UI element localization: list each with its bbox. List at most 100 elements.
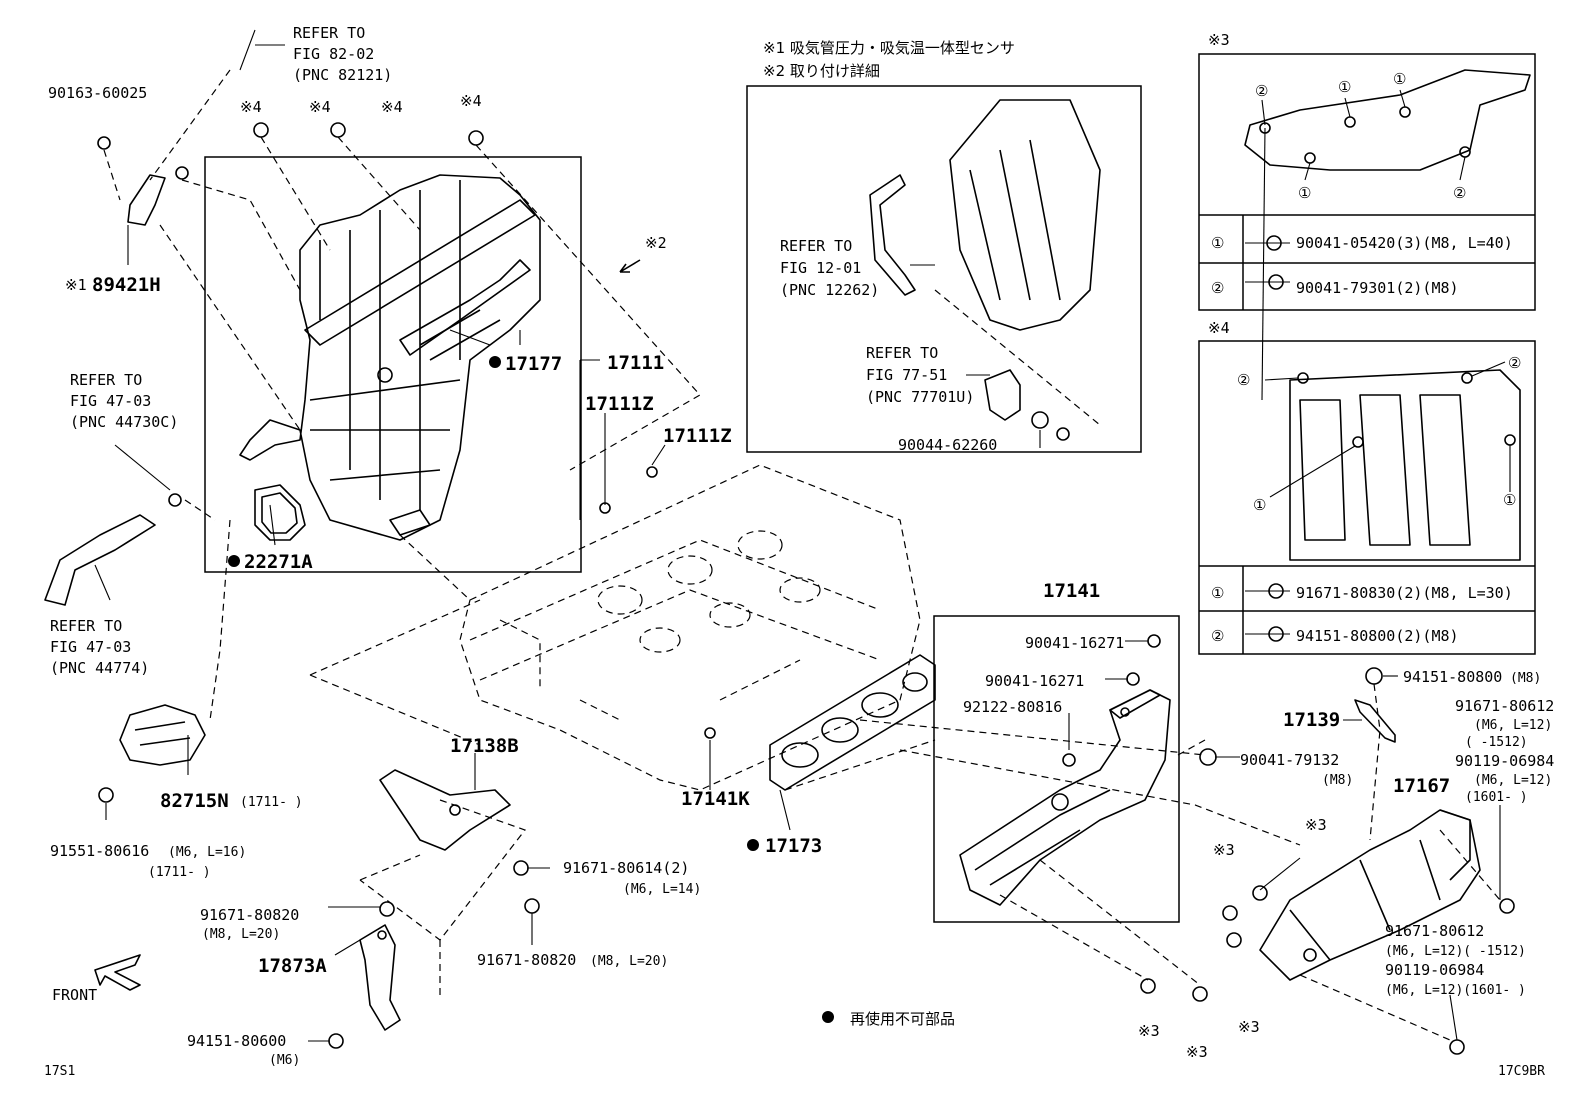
table4-row2: 94151-80800(2)(M8) (1296, 627, 1459, 645)
table4-row2-num: ② (1211, 627, 1224, 645)
non-reusable-dot (747, 839, 759, 851)
intake-manifold-box (204, 156, 582, 573)
part-92122-80816: 92122-80816 (963, 698, 1062, 716)
legend-dot (822, 1011, 834, 1023)
part-17138b: 17138B (450, 735, 519, 757)
fasteners (97, 122, 1515, 1055)
ref-12-01-line1: REFER TO (780, 237, 852, 255)
sensor-89421-drawing (127, 174, 166, 226)
part-91671-80820-b-spec: (M8, L=20) (590, 954, 668, 969)
non-reusable-dot (228, 555, 240, 567)
table3-row2: 90041-79301(2)(M8) (1296, 279, 1459, 297)
vacuum-hose-drawing (44, 514, 156, 606)
table4-intake-gasket-drawing (1289, 369, 1521, 561)
part-17111: 17111 (607, 352, 664, 374)
assembly-lines (103, 69, 1501, 1041)
ref-47-03-b-line1: REFER TO (50, 617, 122, 635)
ref-47-03-a-line3: (PNC 44730C) (70, 413, 178, 431)
table3-row1: 90041-05420(3)(M8, L=40) (1296, 234, 1513, 252)
part-91671-80612-a-date: ( -1512) (1465, 735, 1528, 750)
callout-2: ② (1255, 82, 1268, 100)
part-91671-80820-a-spec: (M8, L=20) (202, 927, 280, 942)
part-94151-80600-spec: (M6) (269, 1053, 300, 1068)
ref-82-02-line3: (PNC 82121) (293, 66, 392, 84)
table3-row2-num: ② (1211, 279, 1224, 297)
part-90119-06984-a: 90119-06984 (1455, 752, 1554, 770)
ref-12-01-line3: (PNC 12262) (780, 281, 879, 299)
ref-77-51-line1: REFER TO (866, 344, 938, 362)
part-94151-80800: 94151-80800 (1403, 668, 1502, 686)
front-label: FRONT (52, 986, 97, 1004)
leader-lines (94, 29, 1511, 1042)
bracket-82715-drawing (119, 704, 206, 766)
mark-3: ※3 (1305, 816, 1327, 834)
exhaust-gasket-drawing (769, 654, 936, 791)
ref-77-51-line2: FIG 77-51 (866, 366, 947, 384)
part-17873a: 17873A (258, 955, 327, 977)
part-91671-80614-spec: (M6, L=14) (623, 882, 701, 897)
part-90044-62260: 90044-62260 (898, 436, 997, 454)
corner-code-left: 17S1 (44, 1064, 75, 1079)
part-90119-06984-b: 90119-06984 (1385, 961, 1484, 979)
callout-1: ① (1393, 70, 1406, 88)
mark-4: ※4 (309, 98, 331, 116)
part-91671-80612-b-spec: (M6, L=12)( -1512) (1385, 944, 1526, 959)
ref-47-03-a-line1: REFER TO (70, 371, 142, 389)
mark-3: ※3 (1138, 1022, 1160, 1040)
note-1: ※1 吸気管圧力・吸気温一体型センサ (763, 39, 1015, 57)
part-22271a: 22271A (244, 551, 313, 573)
part-90041-16271-a: 90041-16271 (1025, 634, 1124, 652)
part-91671-80820-b: 91671-80820 (477, 951, 576, 969)
exhaust-manifold-box (933, 615, 1180, 923)
table4-row1-num: ① (1211, 584, 1224, 602)
part-90041-79132-spec: (M8) (1322, 773, 1353, 788)
part-89421h: 89421H (92, 274, 161, 296)
part-94151-80600: 94151-80600 (187, 1032, 286, 1050)
part-91671-80614: 91671-80614(2) (563, 859, 689, 877)
ref-82-02-line1: REFER TO (293, 24, 365, 42)
mark-4: ※4 (460, 92, 482, 110)
table3-box (1198, 53, 1536, 311)
detail-manifold-drawing (869, 99, 1101, 429)
part-82715n-date: (1711- ) (240, 795, 303, 810)
part-17141k: 17141K (681, 788, 750, 810)
table4-box (1198, 340, 1536, 655)
part-90041-16271-b: 90041-16271 (985, 672, 1084, 690)
callout-2: ② (1453, 184, 1466, 202)
part-91551-80616: 91551-80616 (50, 842, 149, 860)
part-91671-80820-a: 91671-80820 (200, 906, 299, 924)
non-reusable-dot (489, 356, 501, 368)
callout-2: ② (1508, 354, 1521, 372)
part-17139: 17139 (1283, 709, 1340, 731)
table3-title: ※3 (1208, 31, 1230, 49)
front-arrow-icon (94, 954, 141, 991)
ref-12-01-line2: FIG 12-01 (780, 259, 861, 277)
callout-1: ① (1338, 78, 1351, 96)
note-2: ※2 取り付け詳細 (763, 62, 880, 80)
part-17167: 17167 (1393, 775, 1450, 797)
ref-47-03-a-line2: FIG 47-03 (70, 392, 151, 410)
callout-1: ① (1503, 491, 1516, 509)
part-17177: 17177 (505, 353, 562, 375)
bracket-17873-drawing (359, 924, 401, 1031)
mark-4: ※4 (240, 98, 262, 116)
mark-2: ※2 (645, 234, 667, 252)
part-91551-80616-date: (1711- ) (148, 865, 211, 880)
part-90119-06984-a-date: (1601- ) (1465, 790, 1528, 805)
part-94151-80800-spec: (M8) (1510, 671, 1541, 686)
part-90041-79132: 90041-79132 (1240, 751, 1339, 769)
ref-82-02-line2: FIG 82-02 (293, 45, 374, 63)
heat-insulator-drawing (1259, 809, 1481, 981)
part-90163-60025: 90163-60025 (48, 84, 147, 102)
part-17141: 17141 (1043, 580, 1100, 602)
mark-3: ※3 (1186, 1043, 1208, 1061)
part-82715n: 82715N (160, 790, 229, 812)
part-91671-80612-b: 91671-80612 (1385, 922, 1484, 940)
exhaust-manifold-drawing (959, 689, 1171, 906)
corner-code-right: 17C9BR (1498, 1064, 1545, 1079)
table4-row1: 91671-80830(2)(M8, L=30) (1296, 584, 1513, 602)
part-17173: 17173 (765, 835, 822, 857)
mark-1: ※1 (65, 276, 87, 294)
callout-1: ① (1298, 184, 1311, 202)
